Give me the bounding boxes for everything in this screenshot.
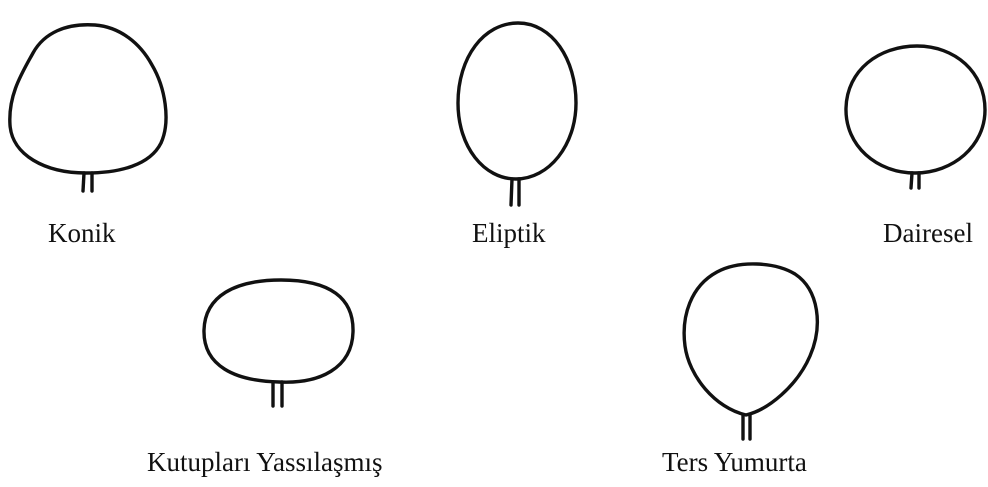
eliptik-outline <box>456 21 578 181</box>
dairesel-shape-drawing <box>835 40 988 190</box>
kutuplari-yassilasmis-shape-drawing <box>195 270 365 410</box>
ters-yumurta-shape-drawing <box>673 258 833 443</box>
ters-yumurta-label: Ters Yumurta <box>662 447 807 477</box>
eliptik-stem-left <box>509 177 514 207</box>
dairesel-stem-left <box>909 171 914 190</box>
eliptik-shape-drawing <box>448 15 588 207</box>
eliptik-label: Eliptik <box>472 218 546 248</box>
konik-stem-left <box>81 171 86 193</box>
dairesel-label: Dairesel <box>883 218 973 248</box>
kutuplari-yassilasmis-label: Kutupları Yassılaşmış <box>147 447 383 477</box>
dairesel-outline <box>844 44 987 175</box>
konik-shape-drawing <box>0 15 175 193</box>
konik-label: Konik <box>48 218 116 248</box>
kutuplari-yassilasmis-outline <box>202 278 355 384</box>
konik-outline <box>8 23 168 175</box>
ters-yumurta-outline <box>682 262 819 417</box>
